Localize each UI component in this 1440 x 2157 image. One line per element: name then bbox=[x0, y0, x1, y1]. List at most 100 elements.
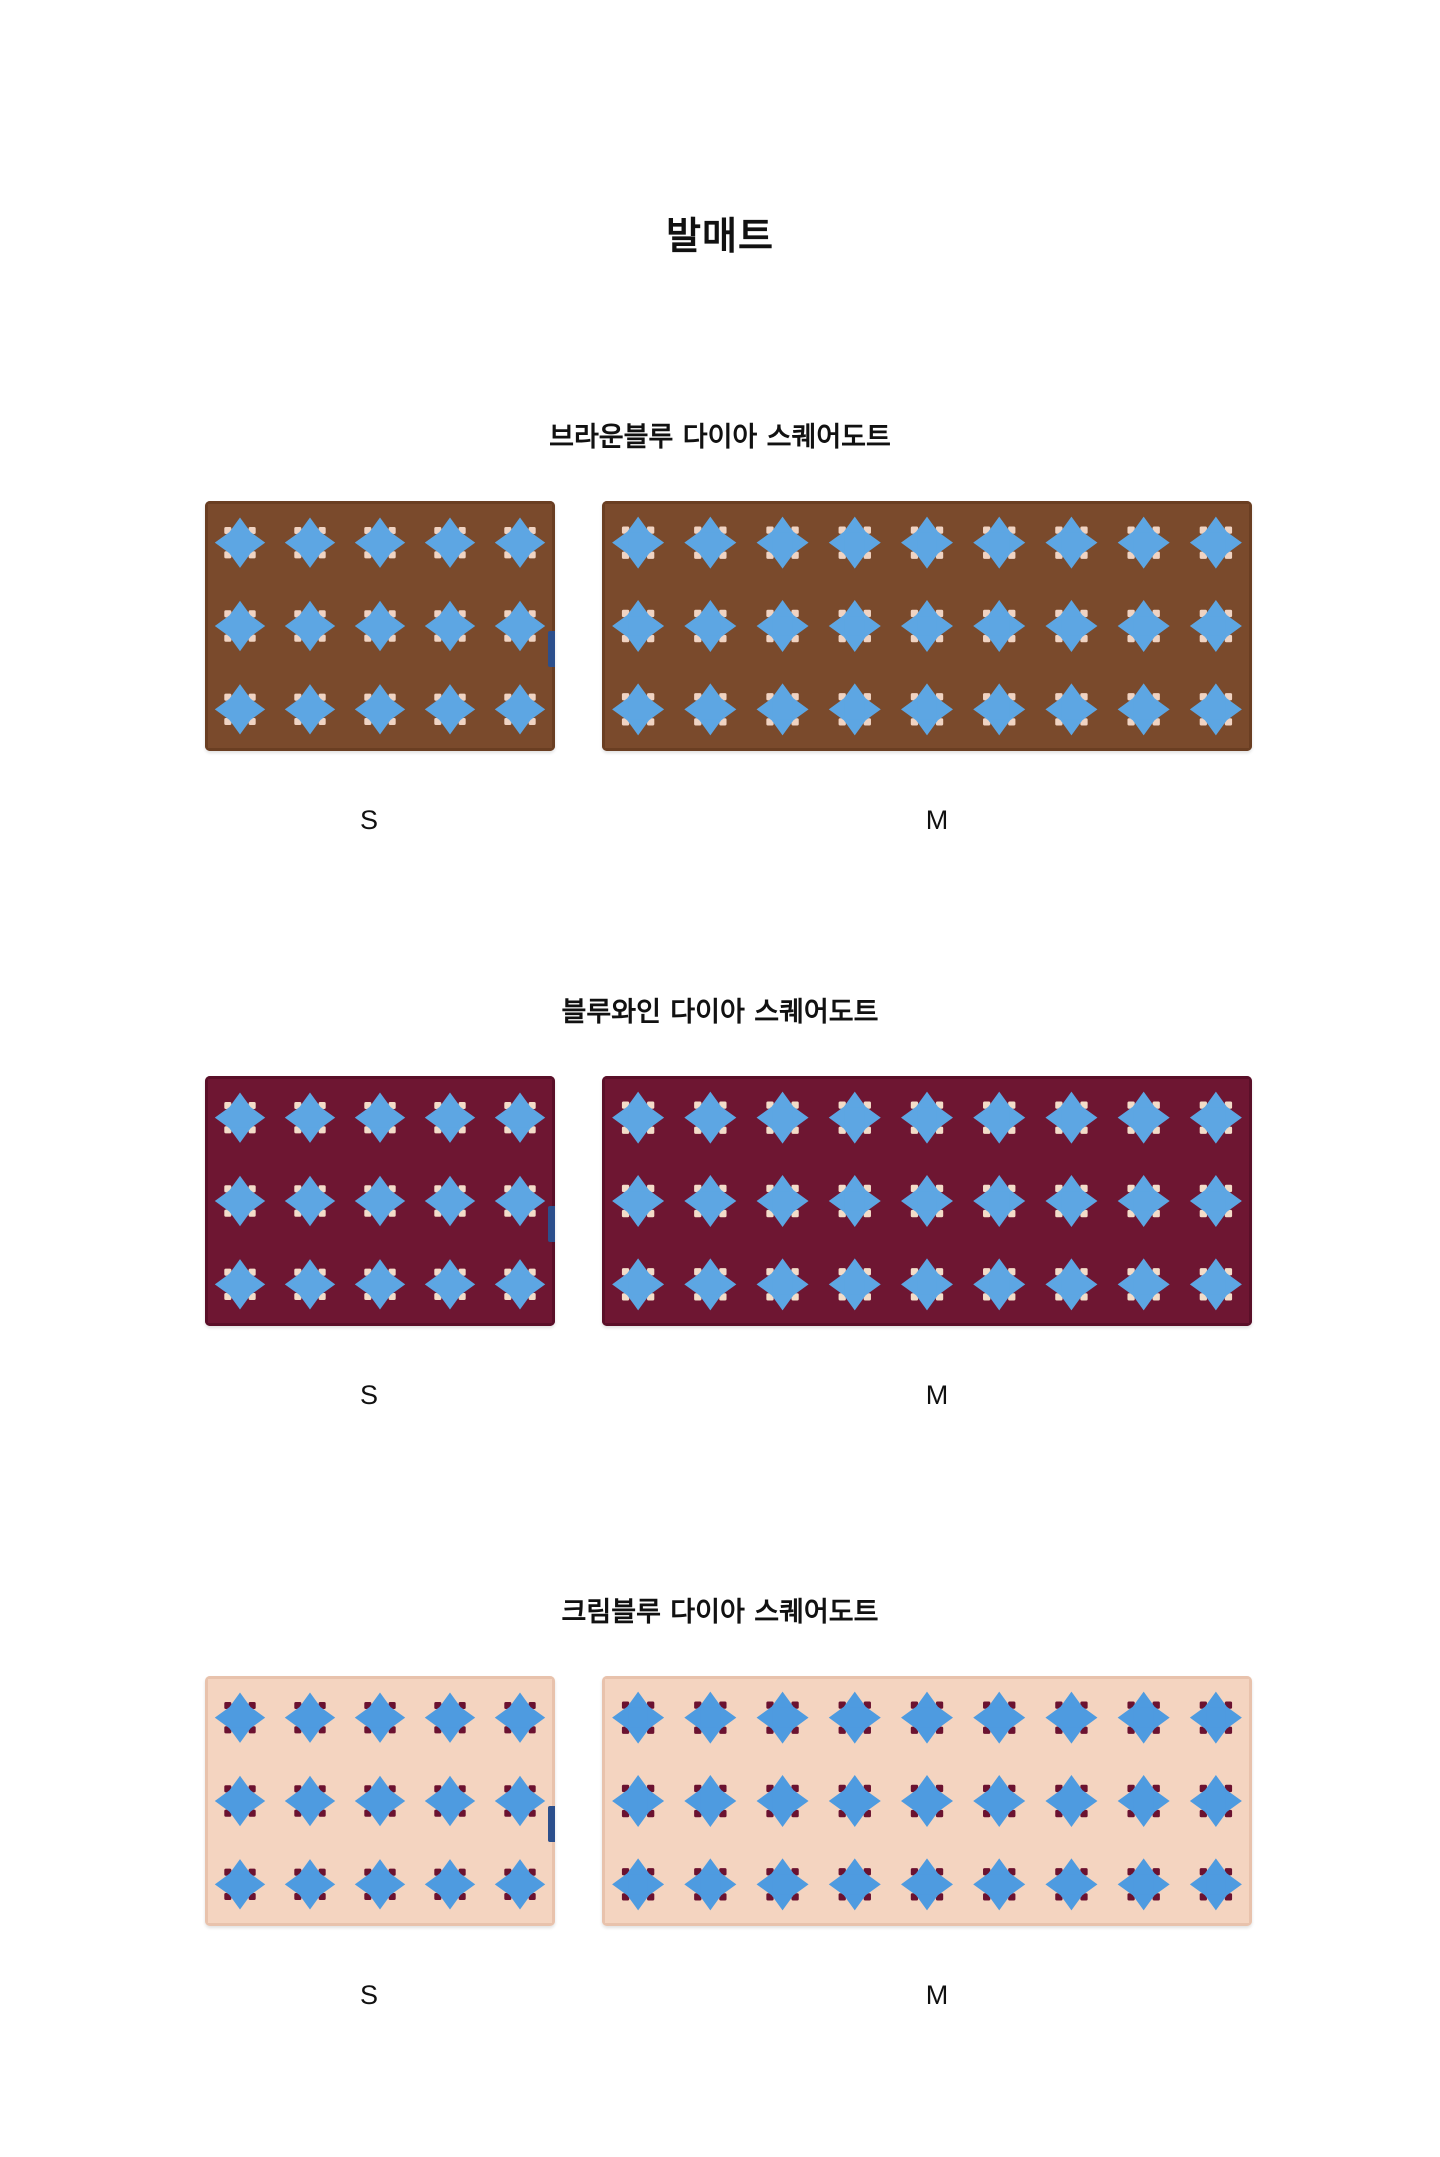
diamond-motif bbox=[1117, 1858, 1170, 1911]
diamond-center bbox=[230, 533, 250, 553]
diamond-motif bbox=[284, 1775, 336, 1827]
diamond-motif bbox=[1117, 600, 1170, 652]
bathmat-image-small[interactable] bbox=[205, 501, 555, 751]
diamond-motif bbox=[1189, 600, 1242, 652]
diamond-center bbox=[300, 699, 320, 719]
diamond-center bbox=[700, 1191, 721, 1211]
bathmat-image-medium[interactable] bbox=[602, 1676, 1252, 1926]
diamond-motif bbox=[756, 600, 809, 652]
diamond-center bbox=[510, 1874, 530, 1894]
diamond-center bbox=[440, 1274, 460, 1294]
diamond-motif bbox=[1117, 683, 1170, 736]
diamond-center bbox=[370, 1274, 390, 1294]
bathmat-image-medium[interactable] bbox=[602, 1076, 1252, 1326]
diamond-motif bbox=[901, 1258, 953, 1311]
diamond-motif bbox=[424, 1259, 476, 1310]
diamond-motif bbox=[284, 1259, 336, 1310]
diamond-motif bbox=[494, 1175, 546, 1227]
diamond-motif bbox=[1189, 516, 1242, 569]
diamond-motif bbox=[354, 1859, 406, 1910]
diamond-motif bbox=[424, 1859, 476, 1910]
diamond-motif bbox=[612, 600, 665, 652]
diamond-motif bbox=[1045, 1258, 1098, 1311]
diamond-motif bbox=[973, 1091, 1026, 1144]
diamond-center bbox=[1133, 1874, 1154, 1895]
diamond-center bbox=[700, 1874, 721, 1895]
diamond-motif bbox=[756, 1091, 809, 1144]
diamond-motif bbox=[494, 1775, 546, 1827]
diamond-center bbox=[440, 1708, 460, 1728]
diamond-motif bbox=[684, 683, 737, 736]
diamond-center bbox=[1133, 1107, 1154, 1128]
diamond-center bbox=[440, 1108, 460, 1128]
diamond-center bbox=[844, 1191, 865, 1211]
diamond-center bbox=[772, 532, 793, 553]
diamond-motif bbox=[684, 1691, 737, 1744]
diamond-center bbox=[989, 1107, 1010, 1128]
size-label-small: S bbox=[359, 805, 378, 835]
diamond-motif bbox=[214, 1092, 266, 1143]
diamond-center bbox=[700, 1274, 721, 1295]
diamond-center bbox=[370, 1874, 390, 1894]
diamond-center bbox=[844, 1791, 865, 1811]
diamond-motif bbox=[1117, 1175, 1170, 1227]
diamond-center bbox=[1133, 616, 1154, 636]
diamond-motif bbox=[1117, 1775, 1170, 1827]
diamond-motif bbox=[828, 1858, 881, 1911]
diamond-center bbox=[230, 1108, 250, 1128]
diamond-motif bbox=[612, 516, 665, 569]
diamond-motif bbox=[424, 1175, 476, 1227]
diamond-motif bbox=[828, 1775, 881, 1827]
product-title: 크림블루 다이아 스퀘어도트 bbox=[561, 1597, 879, 1628]
diamond-center bbox=[370, 616, 390, 636]
diamond-motif bbox=[612, 1775, 665, 1827]
diamond-motif bbox=[354, 1775, 406, 1827]
diamond-motif bbox=[684, 516, 737, 569]
diamond-center bbox=[1061, 1874, 1082, 1895]
diamond-center bbox=[510, 1791, 530, 1811]
diamond-center bbox=[628, 1107, 648, 1128]
diamond-motif bbox=[284, 1092, 336, 1143]
diamond-center bbox=[230, 699, 250, 719]
size-label-small: S bbox=[359, 1380, 378, 1410]
diamond-center bbox=[230, 1191, 250, 1211]
diamond-center bbox=[917, 616, 937, 636]
diamond-motif bbox=[973, 1691, 1026, 1744]
size-label-medium: M bbox=[925, 1380, 949, 1410]
diamond-motif bbox=[612, 1691, 665, 1744]
diamond-center bbox=[628, 699, 648, 720]
diamond-motif bbox=[424, 1692, 476, 1743]
diamond-motif bbox=[756, 1258, 809, 1311]
rug-border bbox=[205, 1676, 555, 1926]
diamond-motif bbox=[684, 600, 737, 652]
diamond-center bbox=[917, 1107, 937, 1128]
bathmat-image-small[interactable] bbox=[205, 1676, 555, 1926]
diamond-center bbox=[1206, 1107, 1226, 1128]
diamond-center bbox=[510, 1191, 530, 1211]
diamond-motif bbox=[284, 1175, 336, 1227]
diamond-motif bbox=[901, 1091, 953, 1144]
diamond-center bbox=[989, 616, 1010, 636]
diamond-motif bbox=[828, 1175, 881, 1227]
diamond-center bbox=[370, 533, 390, 553]
diamond-motif bbox=[214, 1775, 266, 1827]
diamond-center bbox=[1206, 1791, 1226, 1811]
diamond-center bbox=[772, 1274, 793, 1295]
diamond-center bbox=[989, 1707, 1010, 1728]
label-tag bbox=[548, 631, 555, 667]
diamond-center bbox=[1206, 1191, 1226, 1211]
bathmat-image-medium[interactable] bbox=[602, 501, 1252, 751]
diamond-motif bbox=[973, 600, 1026, 652]
diamond-center bbox=[510, 1108, 530, 1128]
diamond-motif bbox=[1117, 516, 1170, 569]
diamond-motif bbox=[494, 1859, 546, 1910]
diamond-motif bbox=[973, 1775, 1026, 1827]
diamond-motif bbox=[684, 1775, 737, 1827]
diamond-motif bbox=[756, 1175, 809, 1227]
diamond-motif bbox=[1117, 1091, 1170, 1144]
bathmat-image-small[interactable] bbox=[205, 1076, 555, 1326]
diamond-motif bbox=[828, 683, 881, 736]
diamond-center bbox=[772, 1791, 793, 1811]
diamond-center bbox=[1061, 616, 1082, 636]
diamond-center bbox=[844, 1874, 865, 1895]
